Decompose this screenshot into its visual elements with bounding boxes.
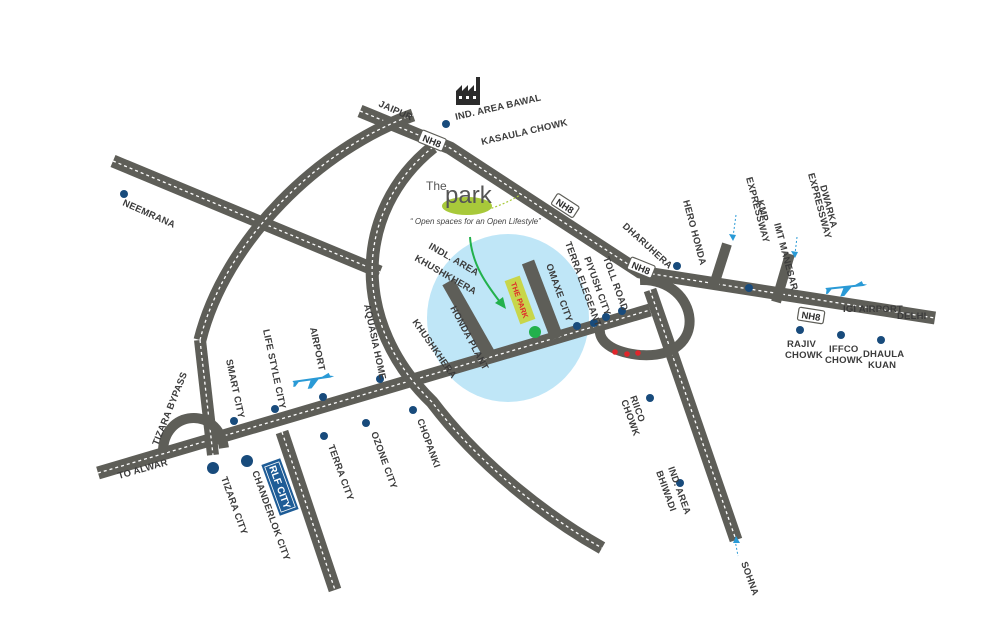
the-park-logo: The park “ Open spaces for an Open Lifes… — [410, 179, 541, 226]
landmark-dot — [618, 307, 626, 315]
airplane-icon — [292, 372, 335, 389]
landmark-dot — [573, 322, 581, 330]
landmark-dot — [319, 393, 327, 401]
logo-the: The — [426, 179, 447, 193]
kmp-arrow-icon — [729, 214, 737, 241]
landmark-dot — [376, 375, 384, 383]
landmark-dot — [837, 331, 845, 339]
label-smart-city: SMART CITY — [223, 358, 246, 419]
label-tizara-city: TIZARA CITY — [218, 475, 249, 536]
label-iffco-chowk: CHOWK — [825, 355, 863, 366]
sohna-arrow-icon — [733, 536, 740, 557]
landmark-dot — [230, 417, 238, 425]
nh8-label: NH8 — [801, 310, 822, 324]
label-delhi: DELHI — [897, 311, 927, 322]
landmark-dot — [877, 336, 885, 344]
label-dhaula: DHAULA — [863, 349, 904, 360]
red-marker — [612, 349, 618, 355]
logo-swoosh — [479, 194, 521, 213]
landmark-dot — [320, 432, 328, 440]
logo-park: park — [445, 182, 493, 209]
landmark-dot — [362, 419, 370, 427]
dwarka-arrow-icon — [791, 236, 798, 258]
label-rajiv: RAJIV — [787, 339, 816, 350]
nh8-shield: NH8 — [796, 306, 826, 325]
landmark-dot — [207, 462, 219, 474]
label-dhaula-kuan: KUAN — [868, 360, 896, 371]
red-marker — [635, 350, 641, 356]
label-iffco: IFFCO — [829, 344, 859, 355]
landmark-dot — [271, 405, 279, 413]
arrow-icon — [469, 236, 506, 309]
logo-tagline: “ Open spaces for an Open Lifestyle” — [410, 217, 541, 226]
label-terra-city: TERRA CITY — [325, 443, 356, 502]
landmark-dot — [676, 479, 684, 487]
landmark-dot — [442, 120, 450, 128]
label-chopanki: CHOPANKI — [414, 417, 442, 469]
label-kasaula-chowk: KASAULA CHOWK — [480, 117, 568, 148]
label-rajiv-chowk: CHOWK — [785, 350, 823, 361]
logo-leaf — [442, 197, 492, 215]
landmark-dot — [745, 284, 753, 292]
label-igi-airport: IGI AIRPORT — [843, 304, 903, 315]
red-marker — [624, 351, 630, 357]
label-ozone-city: OZONE CITY — [368, 430, 399, 491]
landmark-dot — [120, 190, 128, 198]
label-life-style-city: LIFE STYLE CITY — [260, 328, 288, 410]
direction-arrow-icon — [262, 432, 269, 440]
label-neemrana: NEEMRANA — [121, 198, 177, 231]
landmark-dot — [796, 326, 804, 334]
landmark-dot — [590, 319, 598, 327]
direction-arrow-icon — [372, 399, 379, 407]
label-hero-honda: HERO HONDA — [680, 199, 708, 266]
factory-icon — [456, 77, 480, 105]
landmark-dot — [646, 394, 654, 402]
road-network — [96, 104, 937, 593]
airplane-icon — [825, 281, 868, 297]
label-sohna: SOHNA — [738, 560, 760, 597]
landmark-dot — [673, 262, 681, 270]
landmark-dot — [409, 406, 417, 414]
landmark-dot — [241, 455, 253, 467]
landmark-dot — [602, 313, 610, 321]
label-airport: AIRPORT — [307, 326, 327, 371]
site-dot — [529, 326, 541, 338]
landmark-dots — [120, 120, 885, 487]
